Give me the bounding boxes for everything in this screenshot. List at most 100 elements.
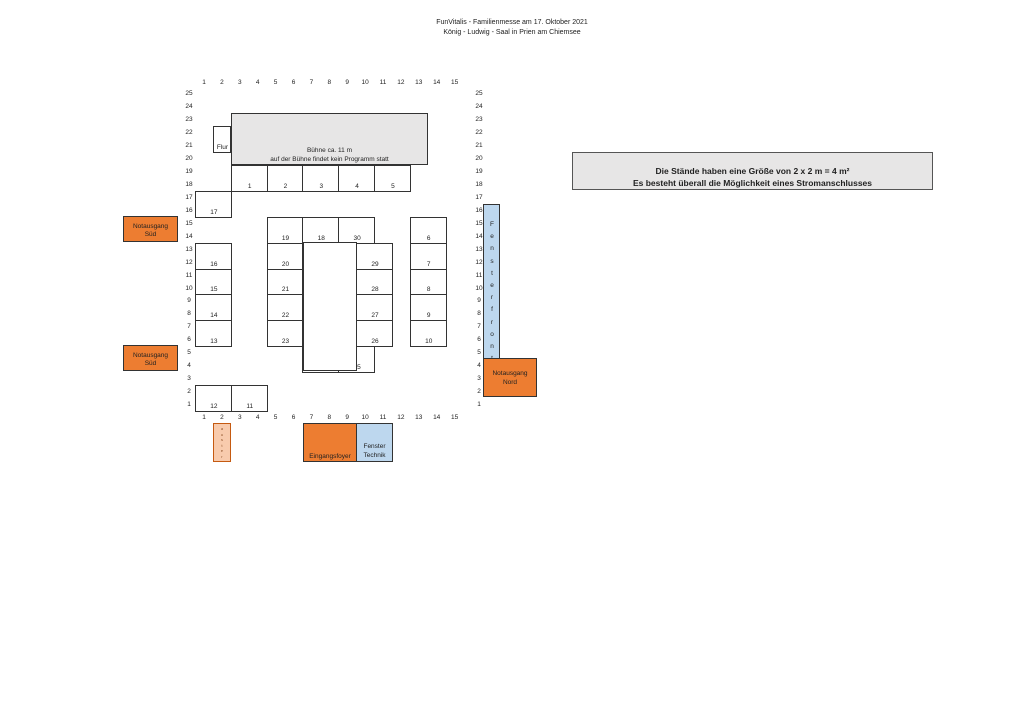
- exit-label: Nord: [502, 379, 518, 386]
- row-number: 19: [475, 167, 483, 175]
- row-number: 6: [187, 336, 191, 344]
- booth-number: 10: [425, 338, 433, 346]
- booth-number: 9: [426, 312, 431, 320]
- row-number: 3: [477, 375, 481, 383]
- booth: 4: [338, 164, 375, 192]
- emergency-exit-south-bottom: Notausgang Süd: [123, 345, 178, 371]
- booth-number: 30: [353, 234, 361, 242]
- row-number: 5: [187, 349, 191, 357]
- booth: 6: [409, 216, 447, 244]
- info-note-line1: Die Stände haben eine Größe von 2 x 2 m …: [655, 166, 850, 176]
- booth: 26: [356, 320, 393, 348]
- column-number: 3: [237, 79, 242, 86]
- stage-label-2: auf der Bühne findet kein Programm statt: [270, 156, 389, 163]
- row-number: 12: [475, 258, 483, 266]
- column-number: 14: [433, 79, 441, 86]
- row-number: 12: [185, 258, 193, 266]
- row-number: 17: [475, 193, 483, 201]
- emergency-exit-north: Notausgang Nord: [483, 358, 537, 397]
- row-number: 25: [185, 90, 193, 98]
- small-area-letter: t: [221, 443, 223, 448]
- booth-number: 17: [210, 208, 218, 216]
- row-number: 16: [475, 206, 483, 214]
- row-number: 8: [187, 310, 191, 318]
- row-number: 13: [185, 245, 193, 253]
- booth: 9: [409, 294, 447, 322]
- row-number: 24: [475, 103, 483, 111]
- row-number: 24: [185, 103, 193, 111]
- window-front-letter: f: [491, 306, 493, 314]
- exit-label: Süd: [144, 360, 157, 367]
- booth-number: 2: [283, 182, 288, 190]
- row-number: 19: [185, 167, 193, 175]
- row-number: 9: [187, 297, 191, 305]
- booth-number: 8: [426, 286, 431, 294]
- column-number: 8: [327, 414, 332, 421]
- exit-label: Süd: [144, 231, 157, 238]
- booth-number: 26: [371, 338, 379, 346]
- booth-number: 29: [371, 260, 379, 268]
- small-area-letter: u: [221, 432, 223, 437]
- booth-number: 11: [246, 402, 254, 410]
- center-aisle: [303, 242, 357, 371]
- booth-number: 16: [210, 260, 218, 268]
- booth-number: 7: [426, 260, 431, 268]
- row-number: 1: [477, 401, 481, 409]
- stage: Bühne ca. 11 m auf der Bühne findet kein…: [231, 113, 428, 165]
- booth-number: 4: [355, 182, 359, 190]
- row-number: 21: [185, 142, 193, 150]
- row-number: 21: [475, 142, 483, 150]
- window-technik-label: Technik: [363, 452, 386, 459]
- row-number: 2: [477, 388, 481, 396]
- column-number: 3: [237, 414, 242, 421]
- booth: 19: [266, 216, 304, 244]
- entrance-foyer: Eingangsfoyer: [303, 423, 357, 462]
- window-front-letter: o: [490, 330, 494, 338]
- row-number: 1: [187, 401, 191, 409]
- booth-number: 20: [281, 260, 290, 268]
- column-number: 4: [255, 79, 260, 86]
- booth: 15: [195, 268, 232, 296]
- column-number: 8: [327, 79, 332, 86]
- column-number: 9: [345, 414, 349, 421]
- page-title: FunVitalis - Familienmesse am 17. Oktobe…: [436, 19, 588, 26]
- booth-number: 25: [353, 364, 361, 372]
- booth-number: 6: [426, 234, 431, 242]
- booth: 23: [266, 320, 304, 348]
- column-number: 11: [379, 414, 387, 421]
- info-note: Die Stände haben eine Größe von 2 x 2 m …: [572, 152, 933, 190]
- booth: 22: [266, 294, 304, 322]
- row-number: 5: [477, 349, 481, 357]
- row-number: 23: [475, 116, 483, 124]
- booth: 14: [195, 294, 232, 322]
- column-number: 6: [291, 414, 296, 421]
- booth-number: 28: [371, 286, 379, 294]
- window-front-letter: F: [490, 221, 494, 228]
- row-number: 2: [187, 388, 191, 396]
- booth: 21: [266, 268, 304, 296]
- row-number: 22: [475, 129, 483, 137]
- column-number: 1: [202, 414, 206, 421]
- row-number: 17: [185, 193, 193, 201]
- window-front-letter: r: [490, 318, 494, 326]
- column-number: 12: [397, 79, 405, 86]
- column-number: 10: [361, 414, 369, 421]
- booth: 29: [356, 242, 393, 270]
- booth: 13: [195, 320, 232, 348]
- booth: 16: [195, 242, 232, 270]
- row-number: 25: [475, 90, 483, 98]
- column-number: 14: [433, 414, 441, 421]
- column-number: 10: [361, 79, 369, 86]
- column-number: 7: [309, 414, 314, 421]
- column-number: 9: [345, 79, 349, 86]
- emergency-exit-south-top: Notausgang Süd: [123, 216, 178, 242]
- row-number: 14: [185, 232, 193, 240]
- booth: 3: [302, 164, 340, 192]
- booth-number: 19: [281, 234, 290, 242]
- column-number: 6: [291, 79, 296, 86]
- window-front-letter: r: [490, 294, 494, 302]
- column-number: 12: [397, 414, 405, 421]
- row-number: 20: [185, 155, 193, 162]
- column-number: 5: [273, 79, 278, 86]
- row-number: 22: [185, 129, 193, 137]
